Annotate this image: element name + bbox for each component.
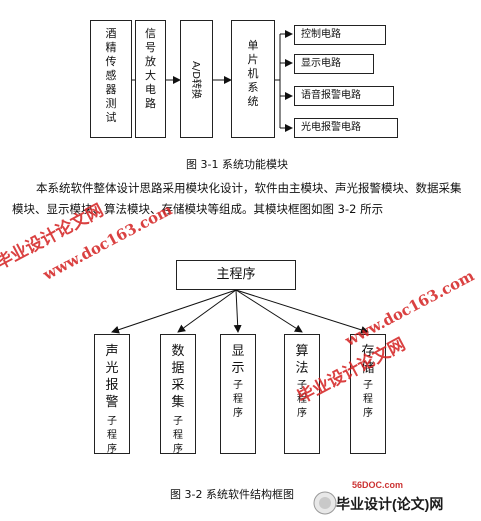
figure-3-1-connectors bbox=[132, 30, 293, 132]
module-storage-head: 存 储 bbox=[361, 344, 375, 376]
module-sound-light-alarm-tail: 子 程 序 bbox=[107, 416, 117, 455]
footer-logo-brand: 毕业设计(论文)网 bbox=[336, 496, 444, 512]
block-mcu-system: 单 片 机 系 统 bbox=[231, 20, 275, 138]
module-display-tail: 子 程 序 bbox=[233, 380, 243, 419]
main-program-label: 主程序 bbox=[216, 267, 256, 282]
block-signal-amplifier-label: 信 号 放 大 电 路 bbox=[145, 27, 156, 110]
block-alcohol-sensor: 酒 精 传 感 器 测 试 bbox=[90, 20, 132, 138]
figure-3-2-caption: 图 3-2 系统软件结构框图 bbox=[170, 488, 294, 501]
module-algorithm-head: 算 法 bbox=[295, 344, 309, 376]
block-signal-amplifier: 信 号 放 大 电 路 bbox=[135, 20, 166, 138]
block-mcu-system-label: 单 片 机 系 统 bbox=[247, 39, 259, 108]
block-alcohol-sensor-label: 酒 精 传 感 器 测 试 bbox=[105, 27, 117, 124]
module-storage-tail: 子 程 序 bbox=[363, 380, 373, 419]
figure-3-1-caption: 图 3-1 系统功能模块 bbox=[186, 158, 288, 171]
module-algorithm-tail: 子 程 序 bbox=[297, 380, 307, 419]
output-control-circuit: 控制电路 bbox=[294, 25, 386, 45]
module-sound-light-alarm: 声 光 报 警 子 程 序 bbox=[94, 334, 130, 455]
module-display-head: 显 示 bbox=[231, 344, 245, 376]
block-ad-converter-label: A/D转换 bbox=[190, 61, 201, 99]
module-sound-light-alarm-head: 声 光 报 警 bbox=[105, 344, 119, 410]
block-ad-converter: A/D转换 bbox=[180, 20, 213, 138]
module-data-acquisition: 数 据 采 集 子 程 序 bbox=[160, 334, 196, 455]
output-photo-alarm-circuit: 光电报警电路 bbox=[294, 118, 398, 138]
output-voice-alarm-circuit-label: 语音报警电路 bbox=[301, 90, 361, 101]
figure-3-2-connectors bbox=[111, 289, 369, 334]
module-storage: 存 储 子 程 序 bbox=[350, 334, 386, 454]
output-voice-alarm-circuit: 语音报警电路 bbox=[294, 86, 394, 106]
logo-badge-icon bbox=[313, 491, 337, 515]
footer-logo-site: 56DOC.com bbox=[352, 480, 404, 490]
output-photo-alarm-circuit-label: 光电报警电路 bbox=[301, 122, 361, 133]
output-display-circuit-label: 显示电路 bbox=[301, 58, 341, 69]
output-control-circuit-label: 控制电路 bbox=[301, 29, 341, 40]
body-paragraph: 本系统软件整体设计思路采用模块化设计，软件由主模块、声光报警模块、数据采集模块、… bbox=[12, 181, 462, 216]
module-algorithm: 算 法 子 程 序 bbox=[284, 334, 320, 454]
module-display: 显 示 子 程 序 bbox=[220, 334, 256, 454]
module-data-acquisition-head: 数 据 采 集 bbox=[171, 344, 185, 410]
output-display-circuit: 显示电路 bbox=[294, 54, 374, 74]
main-program-box: 主程序 bbox=[176, 260, 296, 290]
module-data-acquisition-tail: 子 程 序 bbox=[173, 416, 183, 455]
